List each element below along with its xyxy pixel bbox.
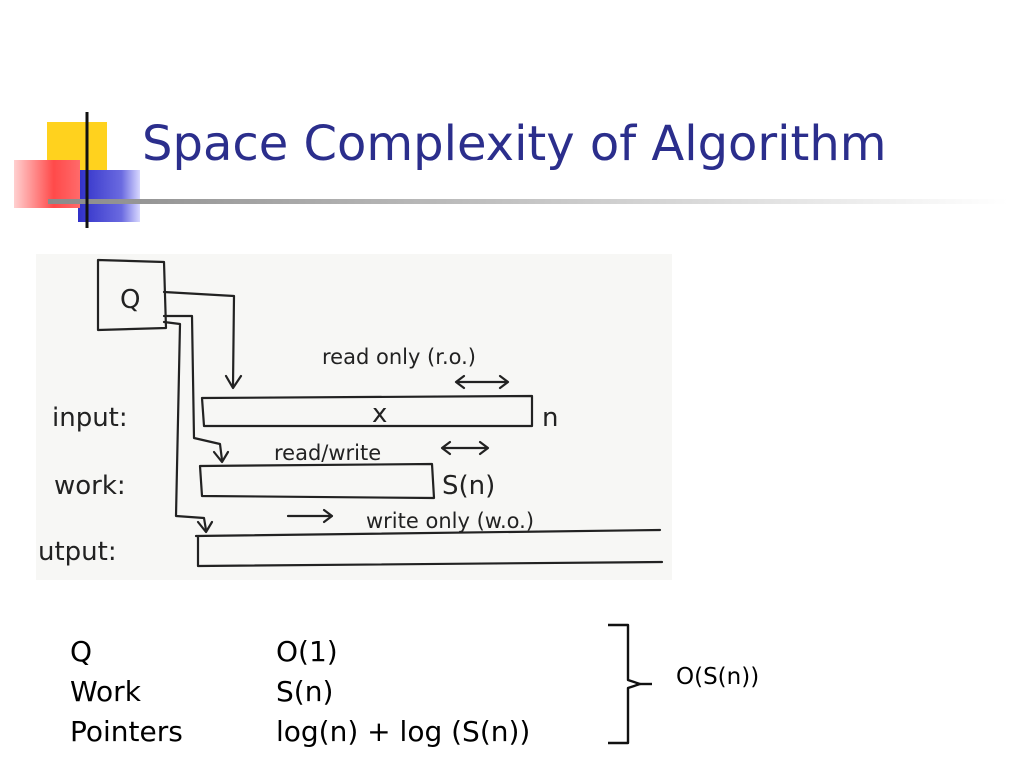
summary-brace — [608, 623, 652, 745]
component-name: Q — [70, 635, 93, 668]
work-double-arrow — [440, 440, 490, 456]
input-content-symbol: x — [372, 399, 387, 429]
component-cost: O(1) — [276, 635, 338, 668]
wire-to-work — [162, 314, 224, 462]
machine-sketch: Q input: work: utput: x n S(n) read only… — [36, 254, 672, 580]
title-decoration — [14, 112, 1008, 228]
component-cost: log(n) + log (S(n)) — [276, 715, 531, 748]
output-access-note: write only (w.o.) — [366, 509, 534, 533]
oracle-label: Q — [120, 285, 140, 315]
title-rule — [48, 199, 1008, 204]
input-access-note: read only (r.o.) — [322, 345, 476, 369]
component-name: Pointers — [70, 715, 183, 748]
output-tape — [194, 528, 664, 568]
input-double-arrow — [454, 374, 510, 390]
total-space: O(S(n)) — [676, 664, 760, 690]
component-name: Work — [70, 675, 141, 708]
output-tape-label: utput: — [38, 537, 117, 567]
input-tape-label: input: — [52, 403, 128, 433]
input-tape — [200, 394, 534, 428]
oracle-box — [96, 258, 168, 332]
work-tape-label: work: — [54, 471, 126, 501]
component-cost: S(n) — [276, 675, 334, 708]
work-tape — [198, 462, 436, 500]
input-length-symbol: n — [542, 403, 558, 433]
output-arrow — [286, 508, 334, 524]
wire-to-input — [162, 290, 236, 388]
slide-title: Space Complexity of Algorithm — [142, 116, 887, 172]
work-access-note: read/write — [274, 441, 381, 465]
wire-to-output — [162, 320, 208, 532]
work-length-symbol: S(n) — [442, 471, 495, 501]
